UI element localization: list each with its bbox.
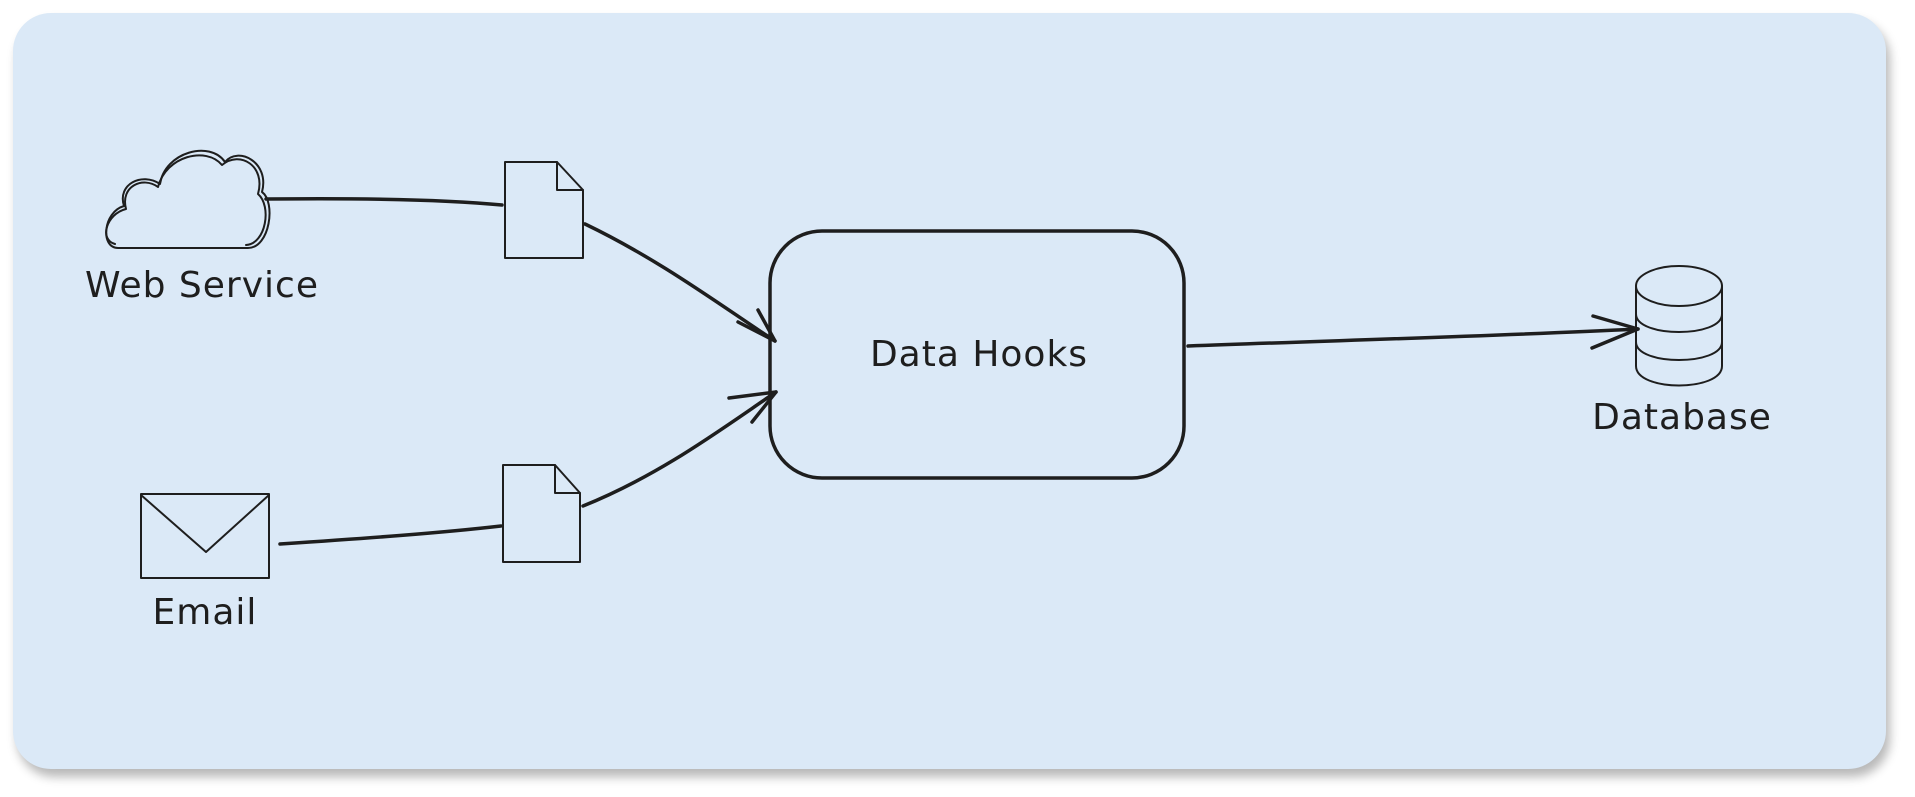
edge-doc-top-to-hub [583, 222, 777, 343]
diagram-canvas [13, 13, 1886, 769]
data-hooks-label: Data Hooks [870, 334, 1088, 375]
envelope-icon [140, 493, 270, 579]
database-icon [1635, 265, 1723, 387]
edge-web-to-doc [264, 196, 504, 207]
database-label: Database [1592, 397, 1772, 438]
document-bottom-icon [502, 464, 581, 563]
email-label: Email [153, 592, 258, 633]
arrowhead-hub-to-database [1590, 314, 1640, 350]
cloud-icon [105, 149, 271, 249]
web-service-label: Web Service [85, 265, 319, 306]
arrowhead-doc-top-to-hub [736, 308, 777, 343]
edge-hub-to-database [1186, 327, 1640, 348]
edge-doc-bottom-to-hub [581, 390, 778, 508]
arrowhead-doc-bottom-to-hub [727, 390, 778, 424]
document-top-icon [504, 161, 584, 259]
data-hooks-node [768, 229, 1186, 480]
edge-email-to-doc [278, 524, 503, 546]
